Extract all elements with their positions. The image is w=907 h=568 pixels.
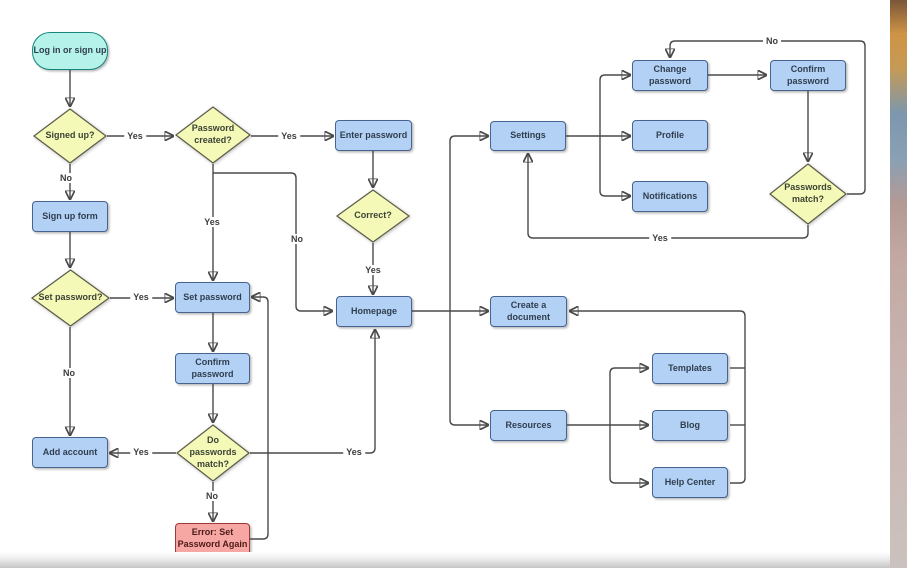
edge-label-no[interactable]: No: [57, 173, 75, 183]
edge-label-no[interactable]: No: [203, 491, 221, 501]
node-passwords-match[interactable]: Passwords match?: [769, 163, 847, 225]
node-label: Templates: [668, 362, 712, 373]
node-signed-up[interactable]: Signed up?: [33, 108, 107, 164]
node-set-password-question[interactable]: Set password?: [30, 269, 111, 327]
edge-label-no[interactable]: No: [60, 368, 78, 378]
edge-label-yes[interactable]: Yes: [649, 233, 671, 243]
node-notifications[interactable]: Notifications: [632, 181, 708, 212]
node-sign-up-form[interactable]: Sign up form: [32, 201, 108, 232]
edge-label-yes[interactable]: Yes: [278, 131, 300, 141]
node-label: Blog: [680, 419, 700, 430]
node-password-created[interactable]: Password created?: [175, 106, 251, 164]
node-help-center[interactable]: Help Center: [652, 467, 728, 498]
node-settings[interactable]: Settings: [490, 121, 566, 151]
node-label: Set password: [183, 291, 242, 302]
edge-label-no[interactable]: No: [288, 234, 306, 244]
desktop-wallpaper-sliver: [890, 0, 907, 568]
node-label: Settings: [510, 130, 546, 141]
node-label: Notifications: [642, 190, 698, 201]
node-label: Help Center: [664, 476, 716, 487]
node-enter-password[interactable]: Enter password: [335, 120, 412, 151]
node-correct[interactable]: Correct?: [335, 189, 411, 243]
diamond-shape: [769, 163, 847, 225]
node-label: Homepage: [350, 305, 397, 316]
node-label: Resources: [505, 419, 552, 430]
node-label: Correct?: [354, 210, 392, 221]
node-label: Add account: [42, 446, 98, 457]
node-add-account[interactable]: Add account: [32, 437, 108, 468]
node-label: Do passwords match?: [189, 435, 237, 469]
node-set-password[interactable]: Set password: [175, 282, 250, 313]
diamond-shape: [176, 424, 250, 482]
diamond-shape: [30, 269, 111, 327]
edge-label-no[interactable]: No: [763, 36, 781, 46]
node-change-password[interactable]: Change password: [632, 60, 708, 91]
node-confirm-password-2[interactable]: Confirm password: [770, 60, 846, 91]
diamond-shape: [33, 108, 107, 164]
node-do-passwords-match[interactable]: Do passwords match?: [176, 424, 250, 482]
node-homepage[interactable]: Homepage: [336, 296, 412, 327]
node-error-set-password-again[interactable]: Error: Set Password Again: [175, 523, 250, 555]
node-label: Enter password: [339, 129, 408, 140]
node-login[interactable]: Log in or sign up: [32, 32, 108, 70]
node-confirm-password[interactable]: Confirm password: [175, 353, 250, 384]
node-label: Confirm password: [191, 356, 234, 379]
node-create-a-document[interactable]: Create a document: [490, 296, 567, 327]
node-label: Set password?: [38, 292, 103, 303]
node-label: Confirm password: [786, 63, 829, 86]
diamond-shape: [175, 106, 251, 164]
node-blog[interactable]: Blog: [652, 410, 728, 441]
node-templates[interactable]: Templates: [652, 353, 728, 384]
node-label: Profile: [655, 129, 684, 140]
canvas-bottom-edge: [0, 552, 890, 568]
node-profile[interactable]: Profile: [632, 120, 708, 151]
edge-label-yes[interactable]: Yes: [362, 265, 384, 275]
node-label: Sign up form: [42, 210, 98, 221]
node-label: Log in or sign up: [33, 45, 107, 56]
node-label: Create a document: [506, 299, 550, 322]
node-label: Signed up?: [45, 130, 95, 141]
node-label: Error: Set Password Again: [177, 527, 248, 549]
node-label: Passwords match?: [784, 182, 832, 204]
node-resources[interactable]: Resources: [490, 410, 567, 441]
edge-label-yes[interactable]: Yes: [130, 447, 152, 457]
edge-label-yes[interactable]: Yes: [130, 292, 152, 302]
edge-label-yes[interactable]: Yes: [201, 217, 223, 227]
node-label: Password created?: [191, 123, 235, 145]
edge-label-yes[interactable]: Yes: [343, 447, 365, 457]
diamond-shape: [335, 189, 411, 243]
edge-label-yes[interactable]: Yes: [124, 131, 146, 141]
node-label: Change password: [648, 63, 691, 86]
